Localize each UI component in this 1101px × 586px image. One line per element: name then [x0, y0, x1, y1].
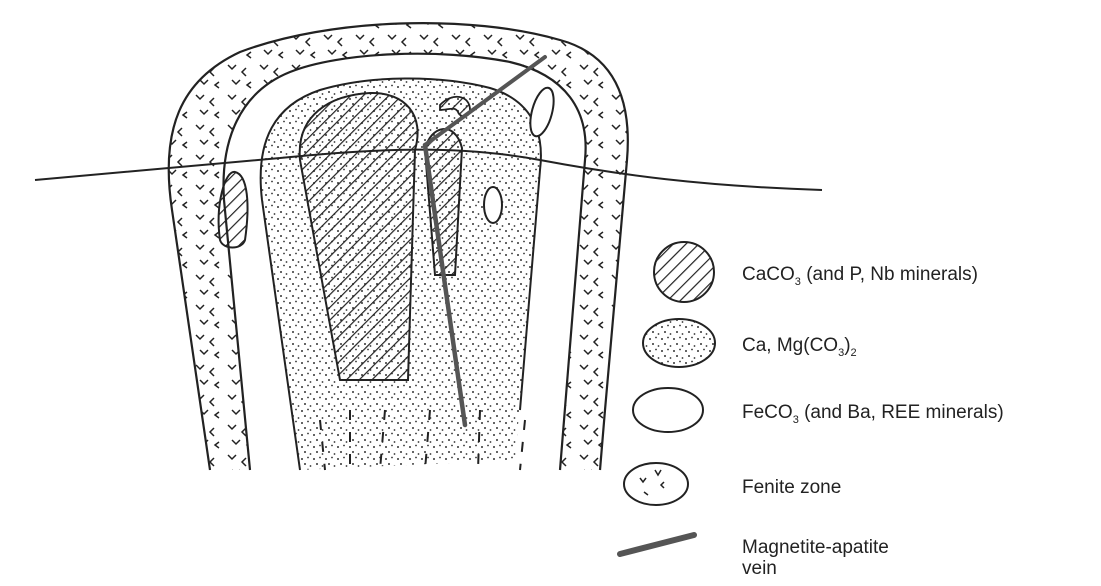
legend-symbol-fenite-icon [624, 463, 688, 505]
legend-symbol-siderite-icon [633, 388, 703, 432]
legend-symbol-calcite-icon [654, 242, 714, 302]
siderite-pod-2 [484, 187, 502, 223]
legend-label-fenite: Fenite zone [742, 476, 841, 499]
legend-label-dolomite: Ca, Mg(CO3)2 [742, 334, 857, 365]
legend-symbol-vein-icon [620, 535, 694, 554]
legend-symbol-dolomite-icon [643, 319, 715, 367]
legend-label-siderite: FeCO3 (and Ba, REE minerals) [742, 401, 1004, 432]
siderite-pod-1 [526, 85, 558, 138]
legend-label-calcite: CaCO3 (and P, Nb minerals) [742, 263, 978, 294]
